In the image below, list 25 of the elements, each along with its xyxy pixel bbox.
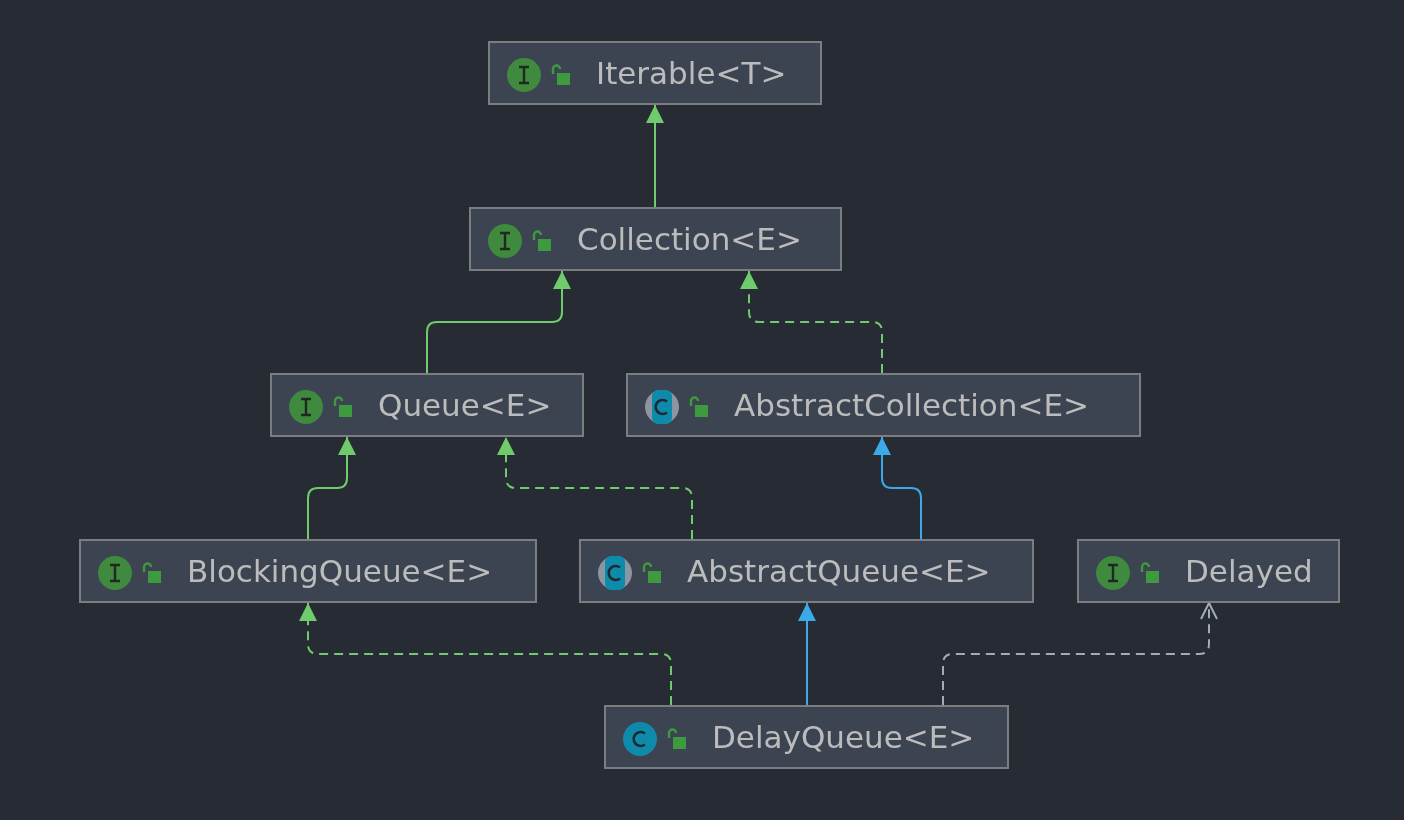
inheritance-arrow [497, 436, 693, 540]
class-name: Collection<E> [577, 221, 802, 257]
class-box [270, 373, 584, 437]
inheritance-arrow [299, 602, 672, 706]
inheritance-arrow [740, 270, 883, 374]
class-box [626, 373, 1141, 437]
class-box [469, 207, 842, 271]
inheritance-arrow [646, 104, 664, 208]
inheritance-arrow [307, 436, 356, 540]
class-name: AbstractCollection<E> [734, 387, 1089, 423]
class-name: AbstractQueue<E> [687, 553, 991, 589]
class-name: BlockingQueue<E> [187, 553, 493, 589]
inheritance-arrow [873, 436, 922, 540]
class-box [604, 705, 1009, 769]
class-name: Iterable<T> [596, 55, 787, 91]
class-name: DelayQueue<E> [712, 719, 975, 755]
class-name: Delayed [1185, 553, 1313, 589]
inheritance-arrow [942, 602, 1218, 706]
inheritance-arrow [426, 270, 571, 374]
class-box [79, 539, 537, 603]
class-box [488, 41, 822, 105]
class-name: Queue<E> [378, 387, 552, 423]
inheritance-arrow [798, 602, 816, 706]
class-box [1077, 539, 1340, 603]
class-box [579, 539, 1034, 603]
